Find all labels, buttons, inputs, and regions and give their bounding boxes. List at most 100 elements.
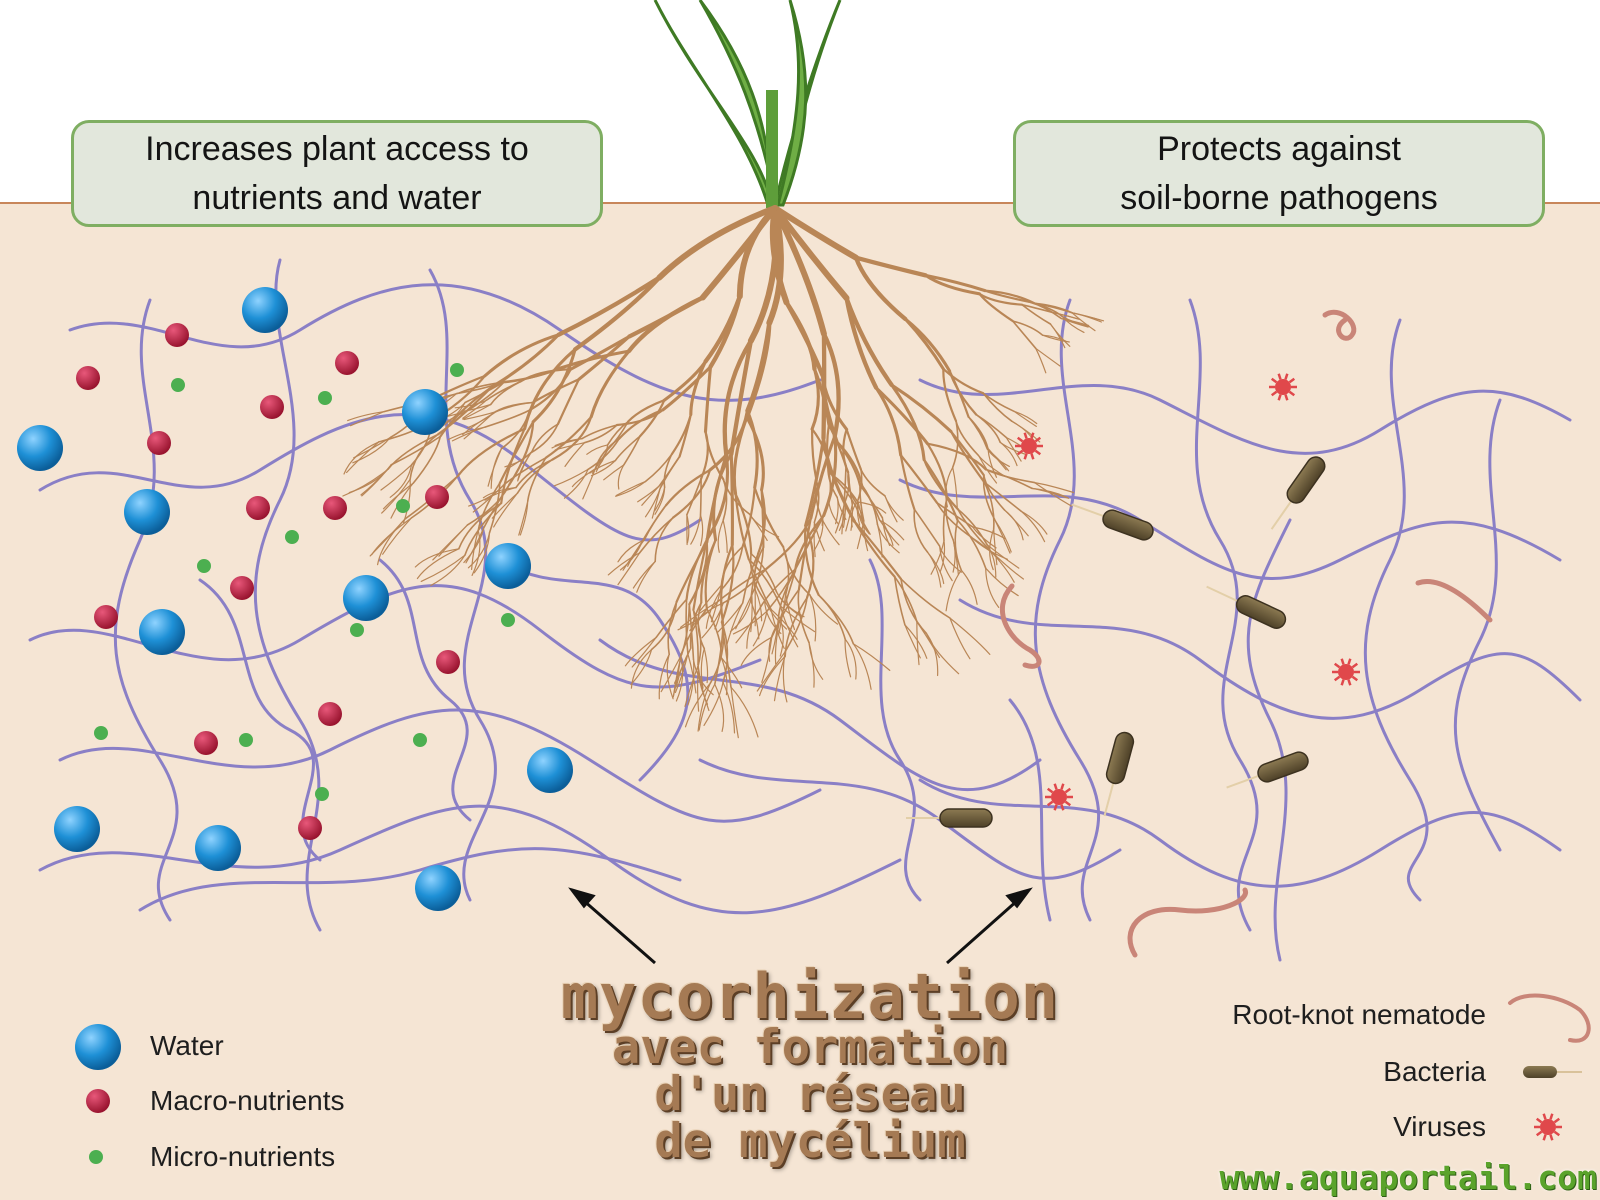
nematode-icon [999, 583, 1042, 669]
root-segment [720, 543, 734, 624]
root-segment [644, 453, 673, 483]
virus-spike [1333, 662, 1341, 669]
water-droplet-icon [485, 543, 531, 589]
root-segment [586, 444, 609, 455]
root-segment [494, 401, 534, 413]
legend-label-nematode: Root-knot nematode [1232, 999, 1486, 1030]
water-droplet-icon [415, 865, 461, 911]
root-segment [477, 482, 501, 532]
root-segment [630, 648, 653, 689]
root-segment [456, 427, 526, 477]
root-segment [709, 622, 725, 684]
root-segment [689, 601, 703, 649]
bacteria-body [1235, 595, 1287, 629]
root-segment [942, 497, 948, 542]
virus-spike [1340, 679, 1345, 686]
root-segment [827, 466, 839, 499]
root-segment [705, 453, 730, 541]
root-segment [859, 484, 884, 519]
root-segment [989, 528, 995, 571]
macro-nutrient-icon [298, 816, 322, 840]
root-segment [637, 485, 661, 503]
root-segment [752, 610, 768, 647]
virus-spike [1030, 432, 1035, 439]
callout-line: soil-borne pathogens [1120, 178, 1438, 217]
root-segment [809, 594, 839, 625]
root-segment [705, 589, 722, 629]
virus-spike [1016, 436, 1024, 443]
root-segment [644, 487, 661, 518]
bacteria-body [1105, 731, 1135, 785]
root-segment [876, 524, 883, 558]
virus-spike [1046, 800, 1054, 807]
pointer-arrows [568, 887, 1033, 965]
root-segment [817, 594, 855, 645]
macro-nutrient-icon [76, 366, 100, 390]
root-segment [884, 495, 898, 523]
water-droplet-icon [242, 287, 288, 333]
root-segment [890, 383, 953, 434]
root-segment [782, 546, 790, 595]
root-segment [615, 481, 646, 497]
root-segment [879, 519, 894, 546]
root-segment [487, 448, 503, 487]
root-segment [994, 518, 1012, 553]
root-segment [854, 505, 871, 535]
root-segment [730, 686, 739, 739]
root-segment [1035, 347, 1061, 367]
root-segment [697, 682, 712, 732]
root-segment [732, 610, 768, 635]
leaf [653, 0, 774, 207]
virus-icon [1015, 432, 1043, 460]
virus-spike [1347, 658, 1352, 665]
root-segment [916, 621, 920, 666]
root-segment [720, 543, 735, 624]
root-segment [623, 435, 641, 466]
virus-spike [1034, 449, 1042, 456]
root-segment [899, 453, 916, 511]
root-segment [773, 655, 786, 702]
root-segment [903, 317, 945, 371]
root-segment [750, 594, 753, 633]
root-segment [904, 624, 921, 659]
hypha [918, 378, 1572, 455]
root-segment [672, 468, 712, 519]
root-segment [353, 436, 391, 459]
root-segment [923, 458, 960, 511]
bacteria-icon [1523, 1066, 1557, 1078]
root-segment [812, 367, 831, 427]
root-segment [1020, 510, 1046, 543]
root-segment [692, 609, 702, 666]
root-segment [900, 578, 928, 635]
root-segment [1049, 323, 1066, 349]
virus-spike [1034, 436, 1042, 443]
root-segment [750, 552, 778, 593]
virus-spike [1535, 1117, 1543, 1124]
root-segment [641, 504, 667, 543]
root-segment [939, 545, 953, 582]
root-segment [890, 383, 926, 462]
root-segment [722, 681, 736, 734]
root-segment [466, 483, 511, 526]
nematode-icon [1415, 579, 1493, 623]
root-segment [377, 518, 406, 566]
root-segment [809, 594, 817, 642]
root-segment [841, 504, 845, 535]
root-segment [820, 373, 839, 444]
root-segment [558, 349, 631, 370]
root-segment [686, 478, 702, 516]
arrow-right [946, 898, 1019, 965]
root-segment [945, 569, 962, 612]
root-segment [1034, 482, 1075, 494]
root-segment [598, 444, 609, 467]
root-segment [939, 539, 946, 573]
virus-spike [1277, 373, 1282, 380]
root-system [342, 205, 1105, 739]
bacteria-icon [1270, 456, 1326, 530]
root-segment [756, 651, 786, 692]
root-segment [729, 338, 754, 457]
virus-spike [1060, 783, 1065, 790]
callout-nutrient-access: Increases plant access to nutrients and … [71, 120, 603, 227]
hypha [38, 804, 902, 915]
root-segment [412, 435, 442, 484]
